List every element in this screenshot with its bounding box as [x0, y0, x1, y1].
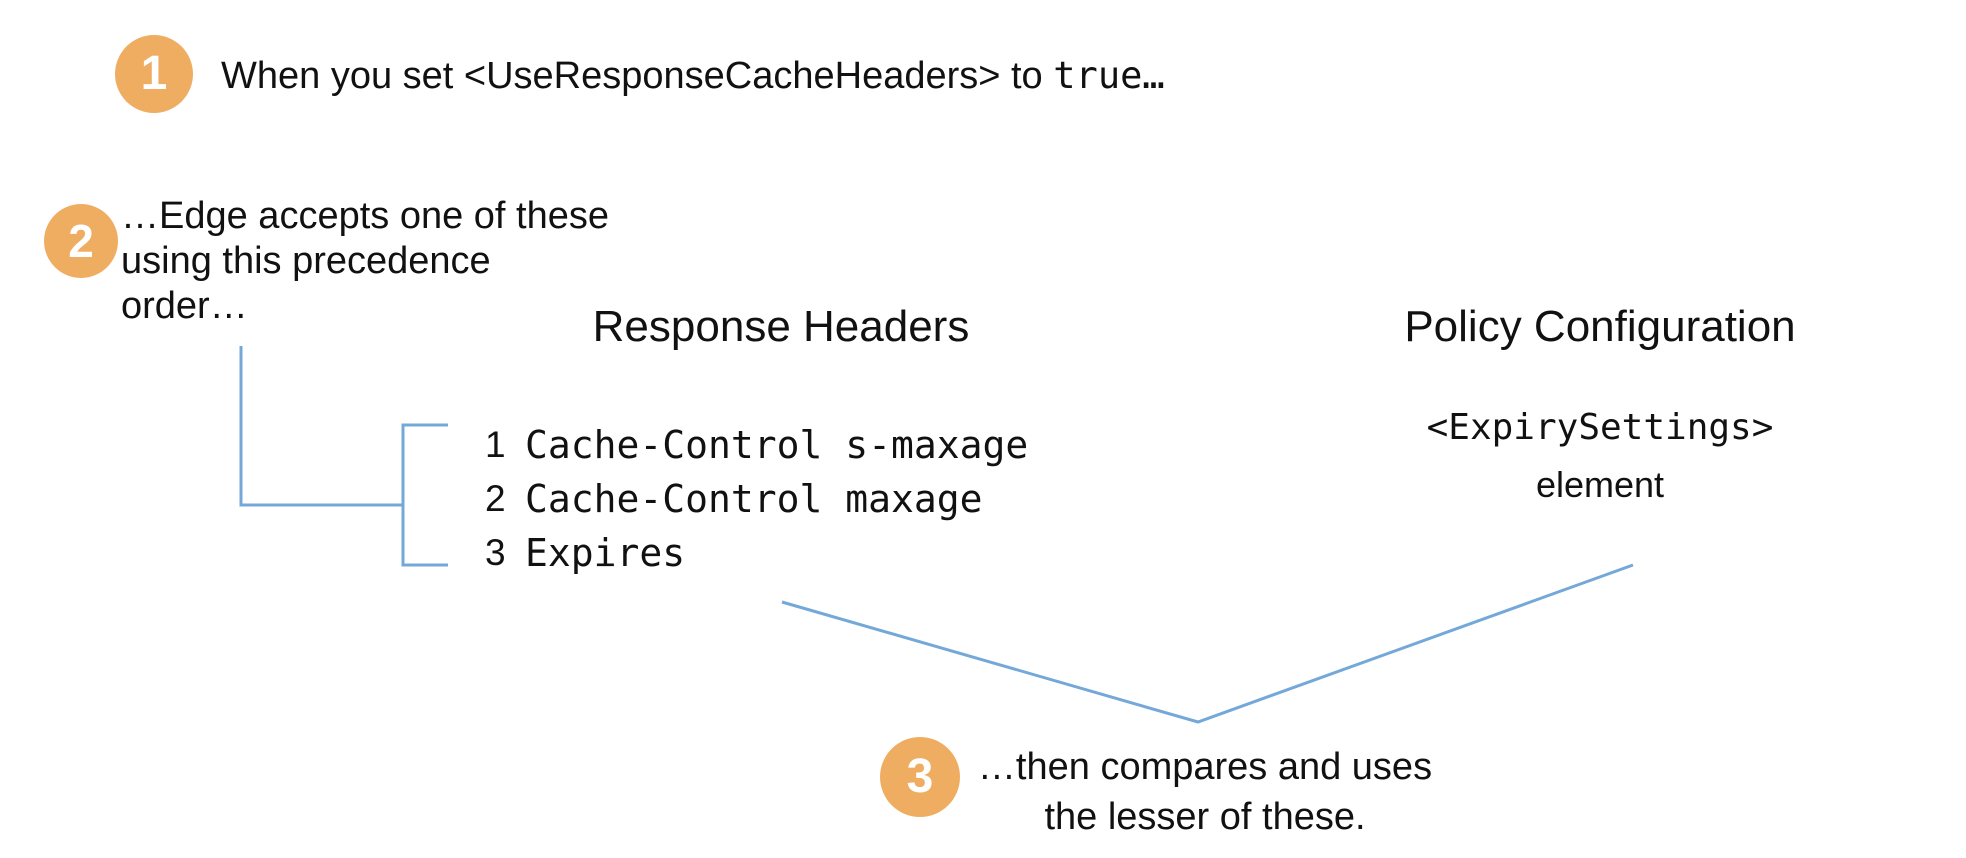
comparison-v-line	[781, 563, 1634, 724]
step-2-text: …Edge accepts one of these using this pr…	[121, 194, 609, 329]
precedence-list: 1 Cache-Control s-maxage 2 Cache-Control…	[485, 418, 1028, 580]
step-3-badge: 3	[880, 737, 960, 817]
step-3-line-2: the lesser of these.	[1044, 796, 1366, 838]
step-3-line-1: …then compares and uses	[977, 746, 1433, 788]
policy-configuration-title: Policy Configuration	[1404, 302, 1796, 351]
precedence-rank: 3	[485, 532, 506, 573]
expiry-settings-code: <ExpirySettings>	[1426, 407, 1774, 448]
precedence-rank: 1	[485, 424, 506, 465]
precedence-rank: 2	[485, 478, 506, 519]
step-1-badge: 1	[115, 35, 193, 113]
precedence-code: Cache-Control s-maxage	[525, 423, 1029, 467]
step-2-badge: 2	[44, 204, 118, 278]
step-1-text-prefix: When you set <UseResponseCacheHeaders> t…	[221, 55, 1054, 97]
inline-code-true: true	[1053, 54, 1143, 97]
step-1-text: When you set <UseResponseCacheHeaders> t…	[221, 53, 1165, 99]
list-bracket	[401, 423, 448, 567]
expiry-settings-element-label: element	[1535, 464, 1665, 505]
precedence-item: 3 Expires	[485, 526, 1028, 580]
precedence-code: Expires	[525, 531, 686, 575]
step-1-text-suffix: …	[1142, 54, 1165, 97]
step-2-line-1: …Edge accepts one of these	[121, 195, 609, 237]
precedence-item: 2 Cache-Control maxage	[485, 472, 1028, 526]
step2-connector-line	[239, 346, 403, 507]
step-2-line-3: order…	[121, 285, 248, 327]
precedence-code: Cache-Control maxage	[525, 477, 983, 521]
step-2-line-2: using this precedence	[121, 240, 491, 282]
response-headers-title: Response Headers	[592, 302, 970, 351]
precedence-item: 1 Cache-Control s-maxage	[485, 418, 1028, 472]
step-3-text: …then compares and uses the lesser of th…	[970, 742, 1440, 842]
